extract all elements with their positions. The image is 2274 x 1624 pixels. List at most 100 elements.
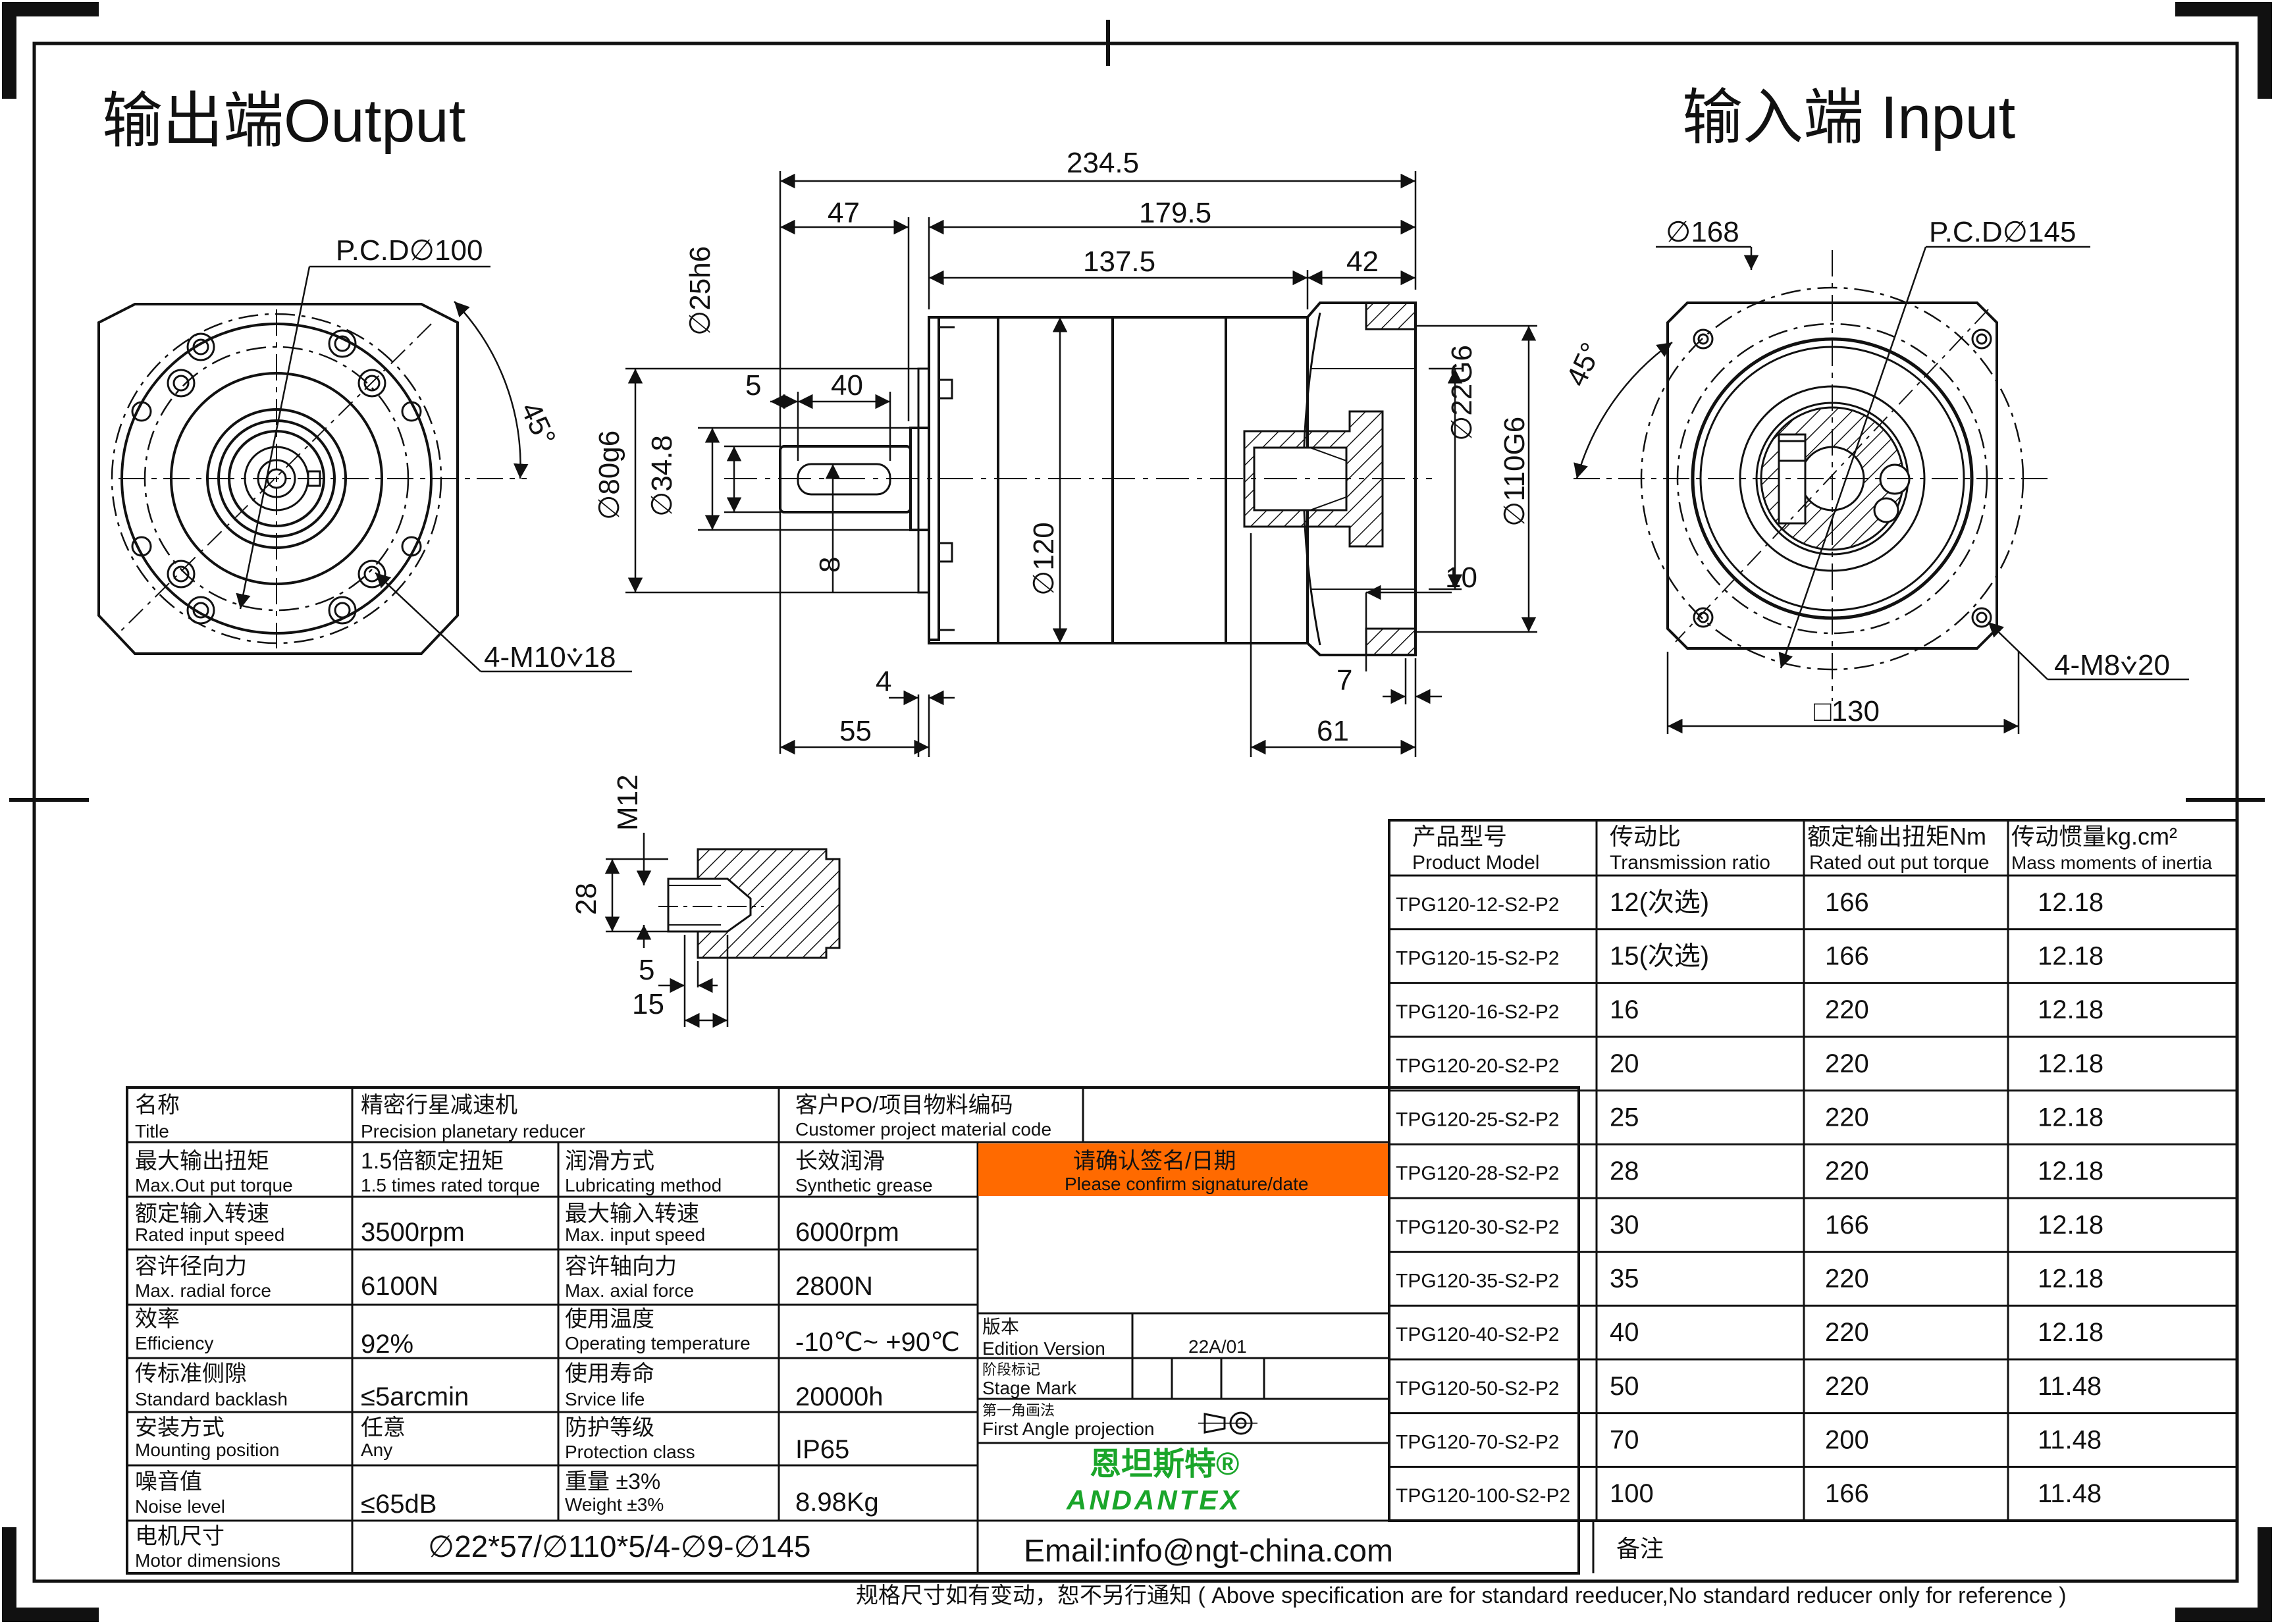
- ratio-cell-model: TPG120-50-S2-P2: [1396, 1378, 1559, 1400]
- spec-motor-val: ∅22*57/∅110*5/4-∅9-∅145: [428, 1529, 810, 1563]
- ratio-cell-ratio: 25: [1610, 1103, 1639, 1132]
- dim-5: 5: [745, 369, 761, 402]
- ratio-cell-torque: 220: [1825, 1049, 1869, 1078]
- spec-back-zh: 传标准侧隙: [135, 1361, 247, 1386]
- ratio-cell-torque: 166: [1825, 942, 1869, 971]
- spec-mount-en: Mounting position: [135, 1440, 279, 1460]
- projection-zh: 第一角画法: [982, 1402, 1055, 1419]
- spec-cust-zh: 客户PO/项目物料编码: [795, 1093, 1013, 1118]
- edition-val: 22A/01: [1188, 1336, 1247, 1357]
- spec-rad-val: 6100N: [361, 1272, 438, 1301]
- input-holes-label: 4-M8⩒20: [2054, 649, 2170, 681]
- ratio-cell-model: TPG120-70-S2-P2: [1396, 1432, 1559, 1454]
- ratio-cell-inertia: 11.48: [2038, 1426, 2102, 1455]
- spec-mount-zh: 安装方式: [135, 1415, 225, 1440]
- output-pcd-label: P.C.D∅100: [336, 234, 483, 267]
- ratio-cell-model: TPG120-35-S2-P2: [1396, 1270, 1559, 1292]
- spec-motor-zh: 电机尺寸: [135, 1524, 225, 1549]
- ratio-cell-inertia: 12.18: [2038, 1157, 2103, 1186]
- ratio-cell-inertia: 11.48: [2038, 1372, 2102, 1401]
- dim-137: 137.5: [1083, 246, 1155, 278]
- input-od-label: ∅168: [1666, 216, 1739, 248]
- input-heading: 输入端 Input: [1682, 84, 2015, 151]
- spec-lub-val-zh: 长效润滑: [795, 1149, 885, 1174]
- ratio-table-header: 产品型号 Product Model 传动比 Transmission rati…: [1412, 823, 2212, 874]
- input-pcd-label: P.C.D∅145: [1929, 216, 2076, 248]
- ratio-cell-inertia: 12.18: [2038, 1103, 2103, 1132]
- ratio-cell-torque: 220: [1825, 1157, 1869, 1186]
- spec-min-en: Max. input speed: [565, 1224, 705, 1245]
- tap-thread-label: M12: [612, 774, 644, 831]
- spec-torque-zh: 最大输出扭矩: [135, 1149, 269, 1174]
- footer-note: 规格尺寸如有变动，恕不另行通知 ( Above specification ar…: [856, 1583, 2067, 1608]
- spec-mount-val-en: Any: [361, 1440, 392, 1460]
- dim-input-bore: ∅22G6: [1446, 345, 1478, 441]
- ratio-cell-inertia: 12.18: [2038, 1318, 2103, 1347]
- ratio-cell-ratio: 70: [1610, 1426, 1639, 1455]
- spec-lub-en: Lubricating method: [565, 1175, 722, 1195]
- input-end-view: [1573, 246, 2189, 734]
- ratio-cell-model: TPG120-16-S2-P2: [1396, 1001, 1559, 1023]
- dim-55: 55: [839, 715, 872, 747]
- ratio-cell-inertia: 12.18: [2038, 1049, 2103, 1078]
- ratio-cell-model: TPG120-15-S2-P2: [1396, 948, 1559, 970]
- spec-rin-en: Rated input speed: [135, 1224, 284, 1245]
- spec-lub-val-en: Synthetic grease: [795, 1175, 933, 1195]
- edition-zh: 版本: [982, 1317, 1019, 1337]
- output-holes-label: 4-M10⩒18: [484, 641, 616, 673]
- ratio-cell-model: TPG120-40-S2-P2: [1396, 1324, 1559, 1346]
- dim-4: 4: [876, 666, 891, 698]
- spec-temp-zh: 使用温度: [565, 1307, 654, 1332]
- tap-5-label: 5: [639, 954, 654, 986]
- ratio-cell-ratio: 50: [1610, 1372, 1639, 1401]
- output-end-view: [97, 265, 632, 673]
- output-angle-label: 45°: [514, 398, 562, 451]
- spec-wt-en: Weight ±3%: [565, 1494, 664, 1515]
- spec-wt-val: 8.98Kg: [795, 1488, 879, 1517]
- projection-symbol-icon: [1198, 1411, 1257, 1435]
- spec-noise-zh: 噪音值: [135, 1469, 202, 1494]
- dim-body-dia: ∅120: [1028, 522, 1060, 596]
- spec-torque-en: Max.Out put torque: [135, 1175, 293, 1195]
- confirm-zh: 请确认签名/日期: [1073, 1149, 1236, 1174]
- spec-table-grid: [126, 1086, 1595, 1575]
- ratio-cell-torque: 220: [1825, 1318, 1869, 1347]
- dim-42: 42: [1346, 246, 1379, 278]
- ratio-cell-ratio: 20: [1610, 1049, 1639, 1078]
- side-view: [724, 301, 1432, 656]
- ratio-cell-ratio: 16: [1610, 995, 1639, 1024]
- ratio-cell-model: TPG120-25-S2-P2: [1396, 1109, 1559, 1131]
- ratio-cell-ratio: 30: [1610, 1211, 1639, 1240]
- spec-title-zh: 名称: [135, 1093, 180, 1118]
- spec-rin-zh: 额定输入转速: [135, 1201, 269, 1226]
- spec-rad-zh: 容许径向力: [135, 1254, 247, 1279]
- contact-email: Email:info@ngt-china.com: [1024, 1534, 1393, 1569]
- edition-en: Edition Version: [982, 1338, 1105, 1359]
- tap-15-label: 15: [632, 988, 664, 1020]
- input-square-label: □130: [1814, 695, 1880, 727]
- spec-title-val-zh: 精密行星减速机: [361, 1093, 517, 1118]
- spec-life-en: Srvice life: [565, 1389, 645, 1409]
- spec-life-zh: 使用寿命: [565, 1361, 654, 1386]
- spec-title-val-en: Precision planetary reducer: [361, 1121, 585, 1141]
- spec-eff-zh: 效率: [135, 1307, 180, 1332]
- stage-en: Stage Mark: [982, 1378, 1077, 1398]
- confirm-en: Please confirm signature/date: [1065, 1174, 1308, 1194]
- spec-prot-val: IP65: [795, 1435, 849, 1464]
- ratio-cell-model: TPG120-12-S2-P2: [1396, 894, 1559, 916]
- dim-key-width: 8: [814, 557, 846, 573]
- dim-179: 179.5: [1139, 197, 1211, 229]
- ratio-header-model-en: Product Model: [1412, 852, 1539, 874]
- ratio-cell-torque: 166: [1825, 1211, 1869, 1240]
- dim-34: ∅34.8: [646, 435, 678, 517]
- ratio-cell-ratio: 100: [1610, 1479, 1654, 1508]
- tap-28-label: 28: [570, 883, 602, 915]
- spec-eff-en: Efficiency: [135, 1333, 213, 1353]
- side-dimension-lines: [625, 171, 1537, 757]
- spec-motor-en: Motor dimensions: [135, 1550, 280, 1571]
- ratio-cell-torque: 200: [1825, 1426, 1869, 1455]
- ratio-cell-torque: 220: [1825, 1372, 1869, 1401]
- dim-shaft-dia: ∅25h6: [684, 246, 716, 336]
